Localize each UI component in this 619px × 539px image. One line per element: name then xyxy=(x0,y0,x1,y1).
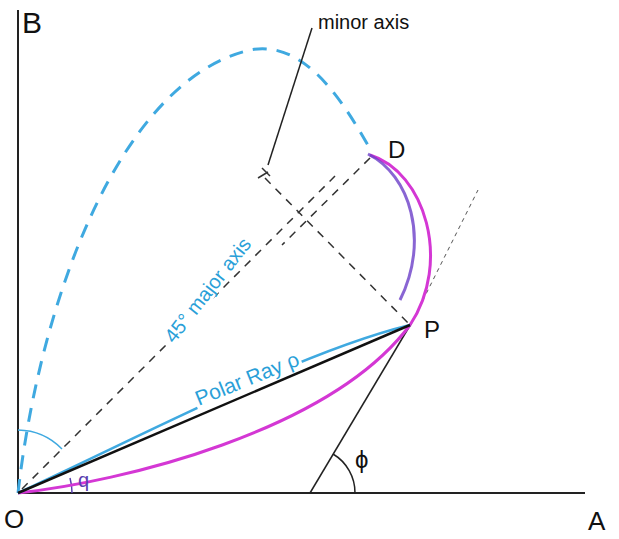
point-label: D xyxy=(388,138,405,162)
callout-label: minor axis xyxy=(318,12,409,32)
angle-label: ϕ xyxy=(355,448,368,472)
axis-note: 45° major axis xyxy=(159,232,255,347)
axis-label: A xyxy=(588,508,605,534)
origin-label: O xyxy=(4,506,24,532)
angle-label: q xyxy=(78,470,89,490)
axis-label: B xyxy=(22,8,42,38)
point-label: P xyxy=(424,318,440,342)
